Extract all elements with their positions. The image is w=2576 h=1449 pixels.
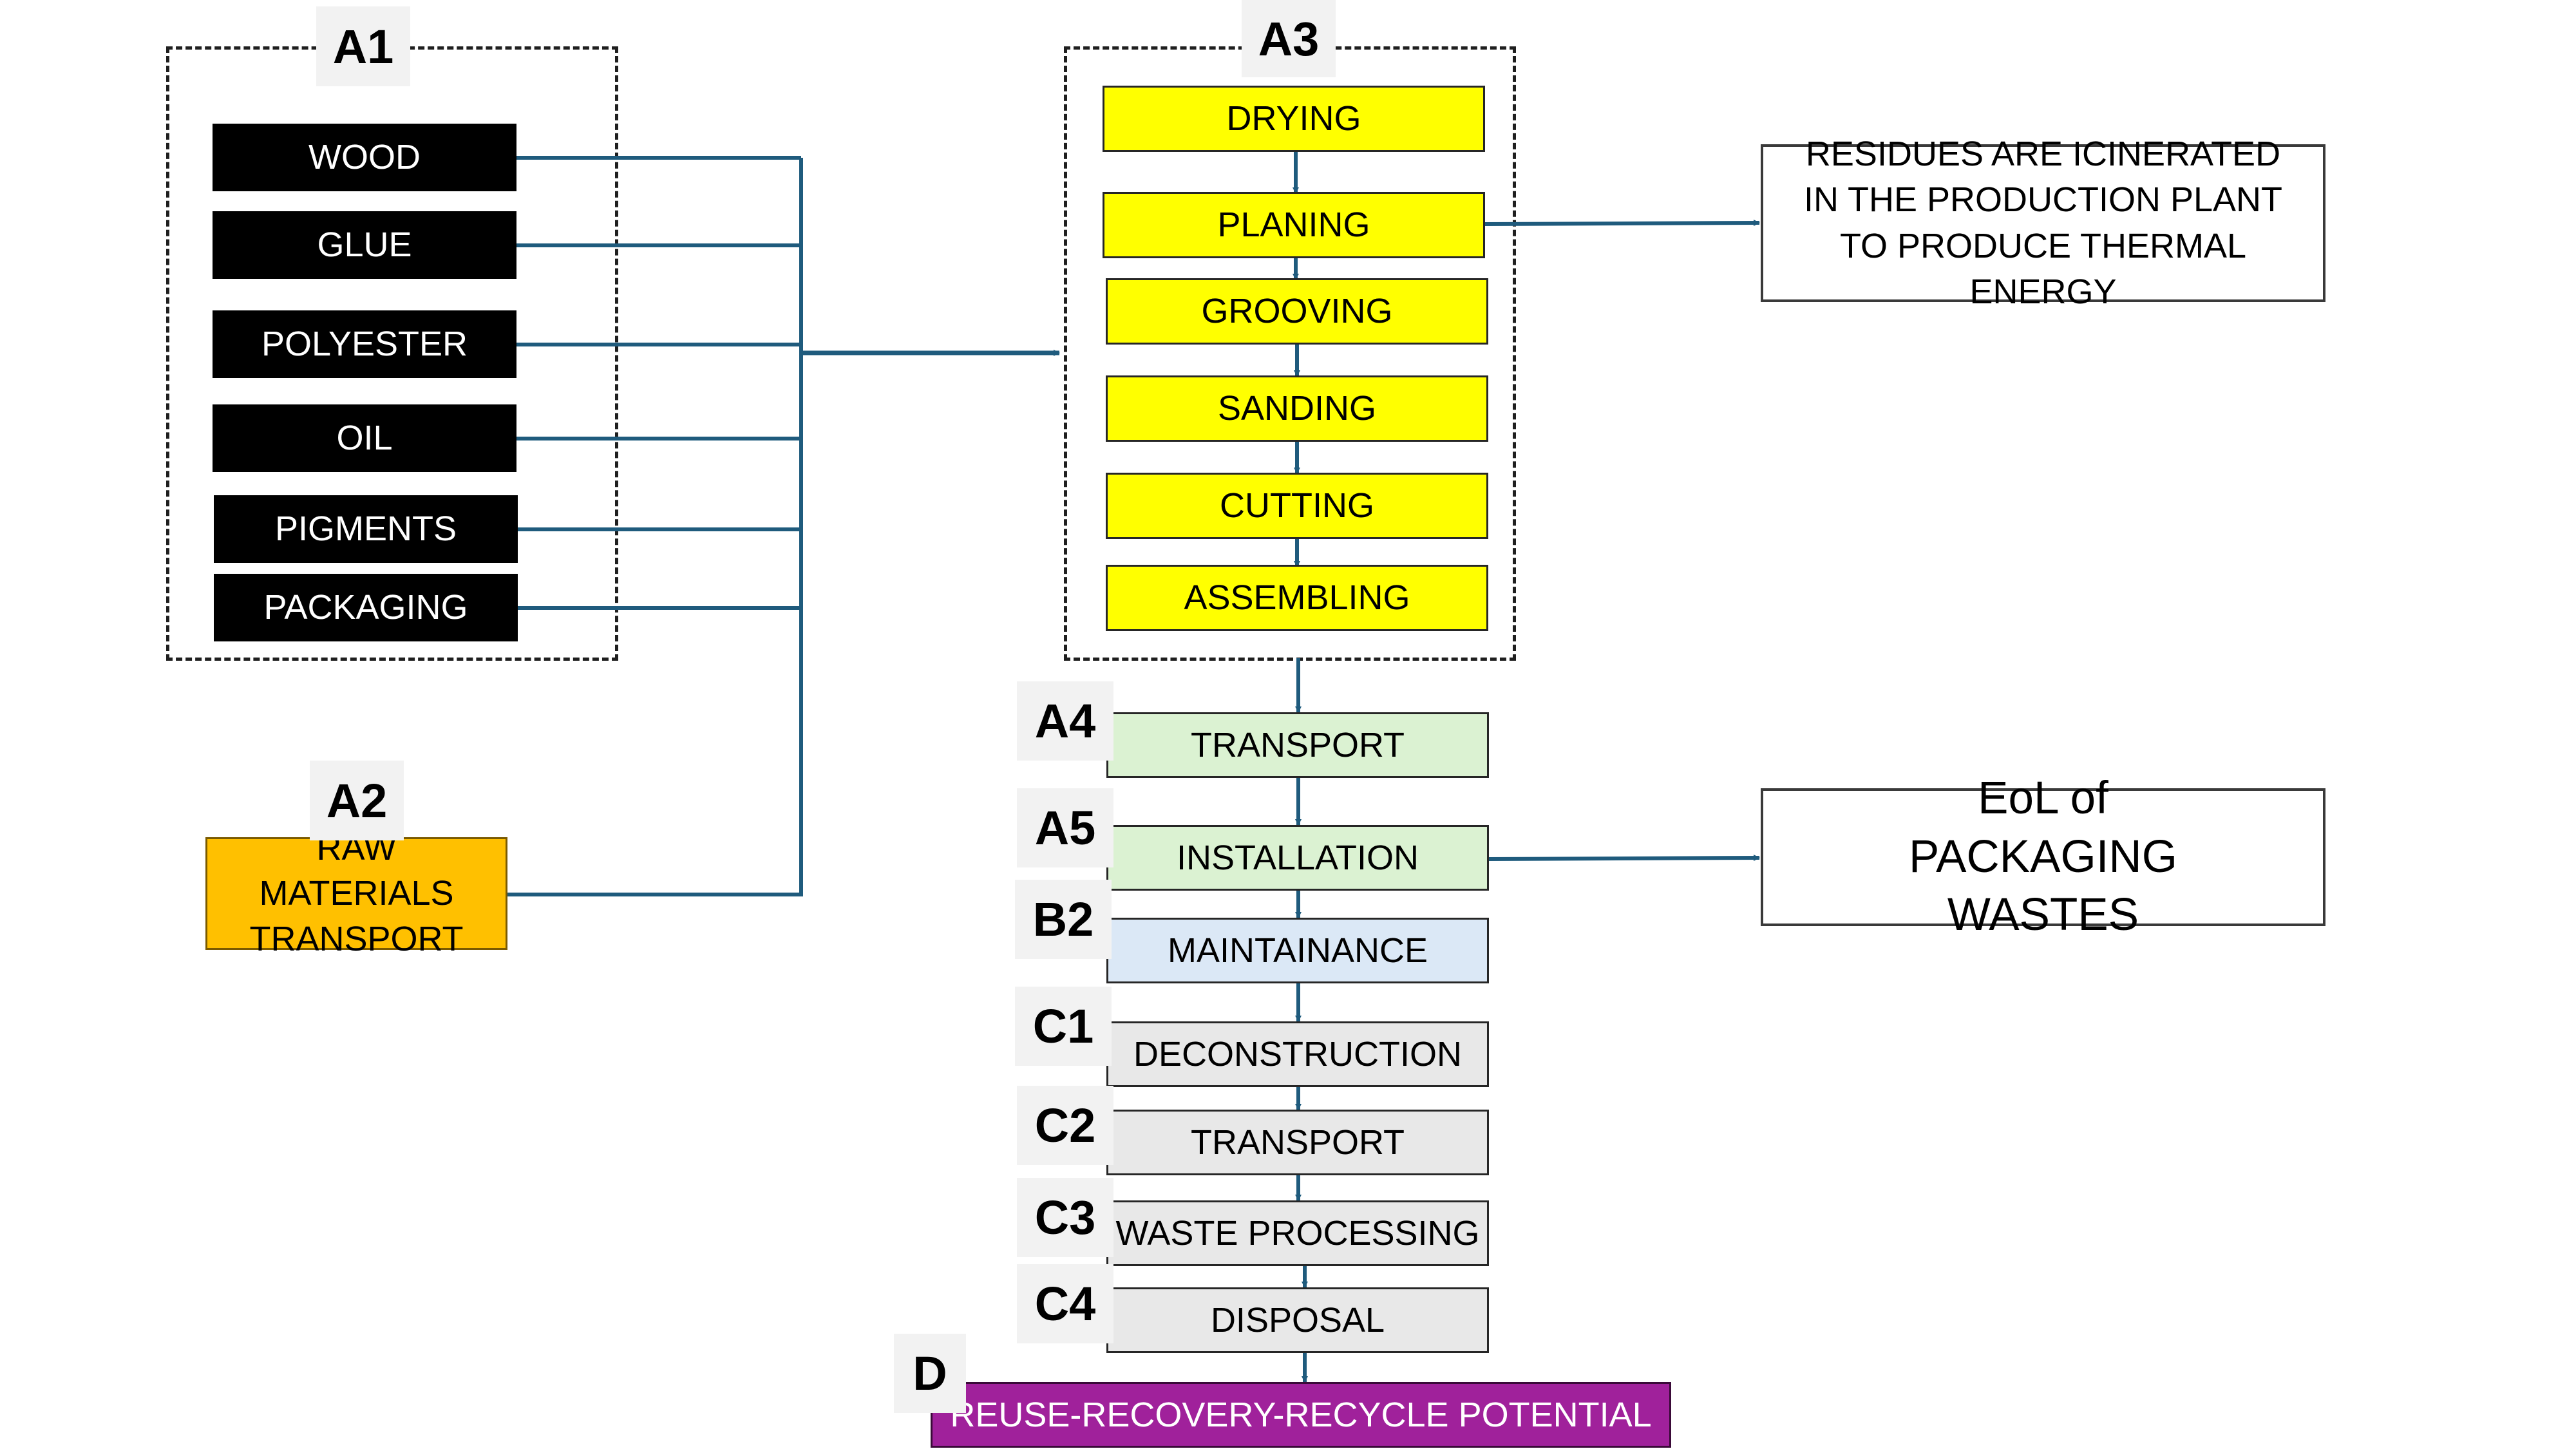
- stage-c2-transport: TRANSPORT: [1106, 1110, 1489, 1175]
- stage-b2-maintainance: MAINTAINANCE: [1106, 918, 1489, 983]
- stage-a5-installation: INSTALLATION: [1106, 825, 1489, 891]
- a3-tag: A3: [1242, 0, 1336, 77]
- stage-c1-deconstruction: DECONSTRUCTION: [1106, 1021, 1489, 1087]
- a3-step-grooving: GROOVING: [1106, 278, 1488, 345]
- c3-tag: C3: [1017, 1178, 1113, 1257]
- a3-step-cutting: CUTTING: [1106, 473, 1488, 539]
- a5-tag: A5: [1017, 788, 1113, 867]
- a1-tag: A1: [316, 6, 410, 86]
- stage-d-reuse-recovery-recycle: REUSE-RECOVERY-RECYCLE POTENTIAL: [931, 1382, 1671, 1448]
- a3-step-assembling: ASSEMBLING: [1106, 565, 1488, 631]
- stage-a4-transport: TRANSPORT: [1106, 712, 1489, 778]
- raw-materials-transport-connector: [507, 158, 803, 896]
- a1-item-packaging: PACKAGING: [214, 574, 518, 641]
- a3-step-sanding: SANDING: [1106, 375, 1488, 442]
- planing-to-residues-arrow: [1484, 220, 1760, 227]
- eol-packaging-note: EoL of PACKAGING WASTES: [1761, 773, 2325, 940]
- stage-c3-waste-processing: WASTE PROCESSING: [1106, 1200, 1489, 1266]
- b2-tag: B2: [1015, 880, 1112, 959]
- a2-tag: A2: [310, 761, 404, 840]
- a3-step-planing: PLANING: [1103, 192, 1485, 258]
- d-tag: D: [894, 1334, 966, 1413]
- a1-item-wood: WOOD: [213, 124, 516, 191]
- a2-raw-materials-transport: RAW MATERIALS TRANSPORT: [205, 829, 507, 958]
- residues-note: RESIDUES ARE ICINERATED IN THE PRODUCTIO…: [1761, 135, 2325, 311]
- c4-tag: C4: [1017, 1264, 1113, 1343]
- stage-c4-disposal: DISPOSAL: [1106, 1287, 1489, 1353]
- a5-to-eol-arrow: [1488, 855, 1760, 862]
- a1-item-oil: OIL: [213, 404, 516, 472]
- a1-item-polyester: POLYESTER: [213, 310, 516, 378]
- a3-step-drying: DRYING: [1103, 86, 1485, 152]
- c1-tag: C1: [1015, 987, 1112, 1066]
- a1-item-glue: GLUE: [213, 211, 516, 279]
- a1-item-pigments: PIGMENTS: [214, 495, 518, 563]
- a4-tag: A4: [1017, 681, 1113, 761]
- c2-tag: C2: [1017, 1086, 1113, 1165]
